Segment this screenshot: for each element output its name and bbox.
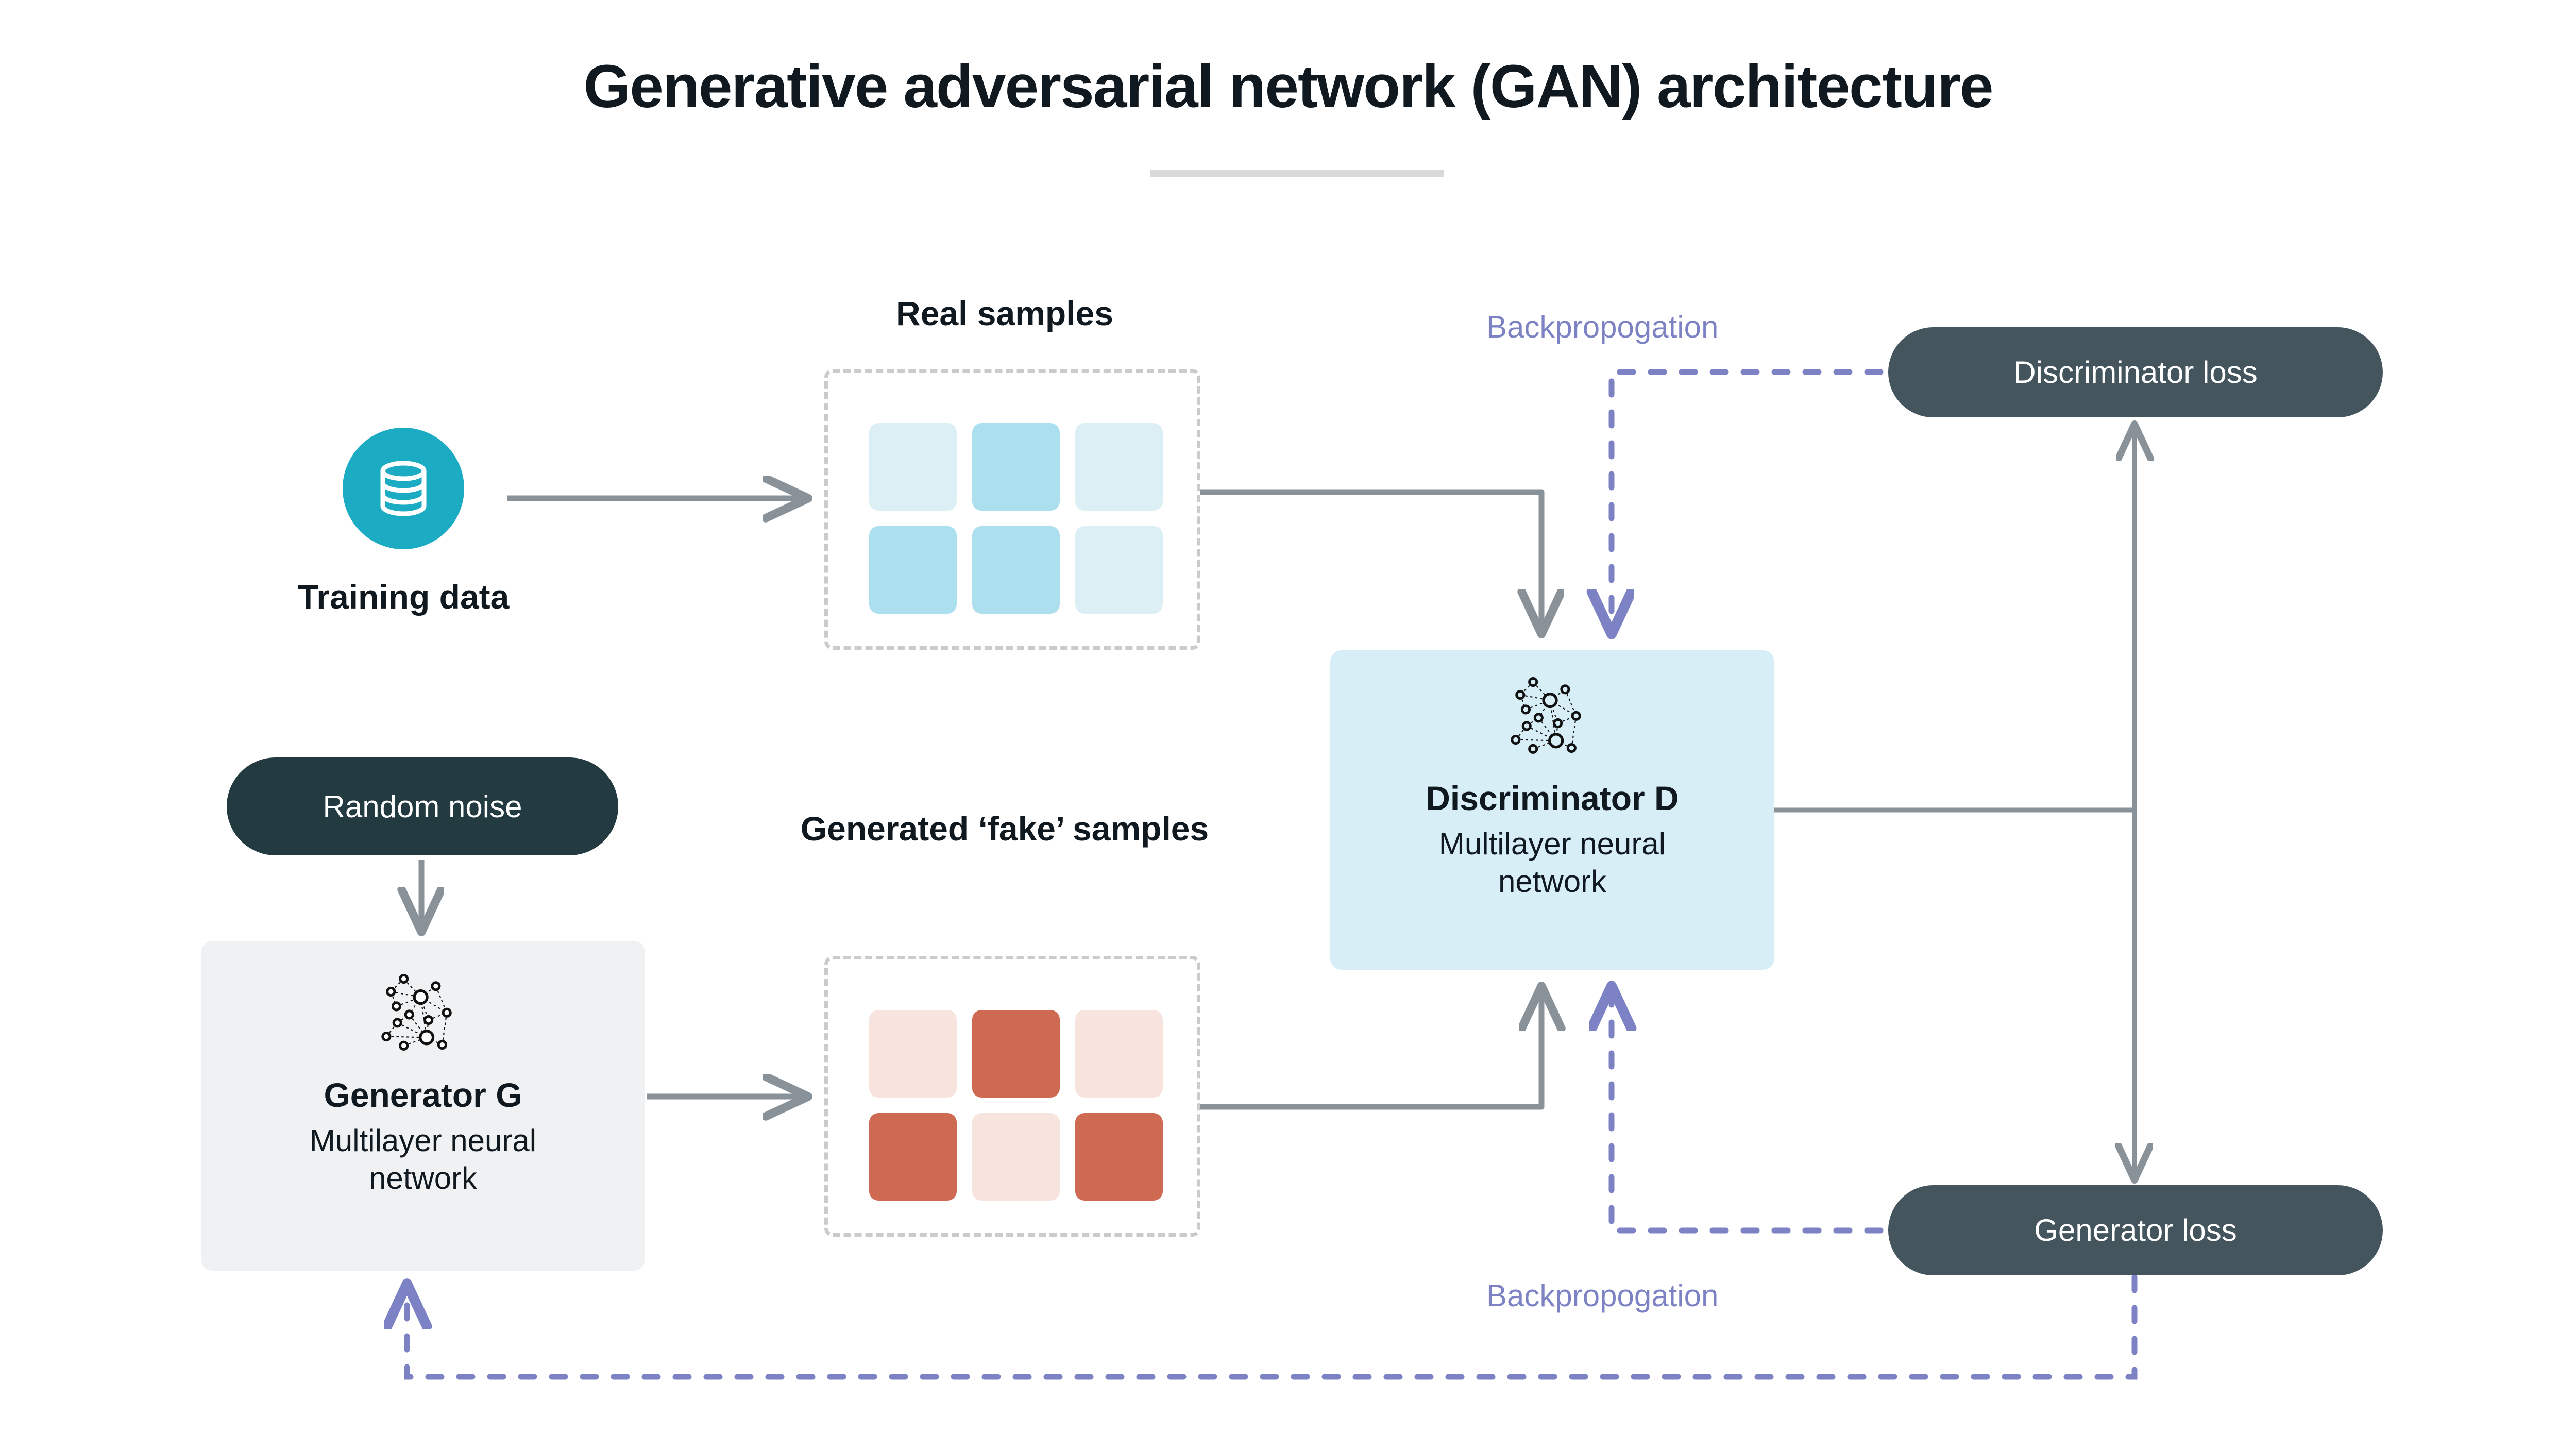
fake-samples-container: [824, 956, 1200, 1237]
generator-title: Generator G: [324, 1076, 522, 1114]
wire-realsamples-to-discriminator: [1200, 489, 1541, 630]
discriminator-title: Discriminator D: [1426, 779, 1679, 817]
fake-samples-grid: [869, 1010, 1163, 1201]
wire-backprop-discriminator: [1612, 369, 1884, 630]
sample-tile: [869, 423, 957, 511]
wire-backprop-generator: [407, 1274, 2138, 1380]
sample-tile: [869, 1113, 957, 1201]
training-data-icon-badge: [343, 428, 464, 549]
sample-tile: [1075, 526, 1163, 614]
backpropagation-label-bottom: Backpropogation: [1486, 1278, 1719, 1313]
wire-fakesamples-to-discriminator: [1200, 990, 1541, 1110]
neural-network-icon: [377, 969, 469, 1054]
real-samples-container: [824, 369, 1200, 650]
random-noise-pill: Random noise: [227, 757, 618, 855]
generator-box: Generator G Multilayer neural network: [201, 941, 645, 1271]
sample-tile: [1075, 1010, 1163, 1098]
discriminator-box: Discriminator D Multilayer neural networ…: [1330, 650, 1774, 970]
real-samples-caption: Real samples: [896, 294, 1113, 332]
database-icon: [380, 461, 427, 516]
sample-tile: [1075, 423, 1163, 511]
sample-tile: [972, 1010, 1060, 1098]
sample-tile: [869, 526, 957, 614]
title-divider: [1150, 170, 1444, 177]
discriminator-loss-pill: Discriminator loss: [1888, 327, 2383, 417]
fake-samples-caption: Generated ‘fake’ samples: [800, 810, 1209, 848]
page-title: Generative adversarial network (GAN) arc…: [583, 53, 1993, 121]
generator-subtitle: Multilayer neural network: [309, 1123, 537, 1196]
backpropagation-label-top: Backpropogation: [1486, 310, 1719, 344]
sample-tile: [972, 526, 1060, 614]
discriminator-subtitle: Multilayer neural network: [1438, 827, 1666, 899]
neural-network-icon: [1506, 672, 1599, 757]
real-samples-grid: [869, 423, 1163, 614]
sample-tile: [869, 1010, 957, 1098]
training-data-label: Training data: [297, 578, 510, 616]
sample-tile: [972, 1113, 1060, 1201]
wire-backprop-generator-to-discriminator: [1612, 990, 1884, 1234]
sample-tile: [972, 423, 1060, 511]
generator-loss-pill: Generator loss: [1888, 1185, 2383, 1275]
sample-tile: [1075, 1113, 1163, 1201]
